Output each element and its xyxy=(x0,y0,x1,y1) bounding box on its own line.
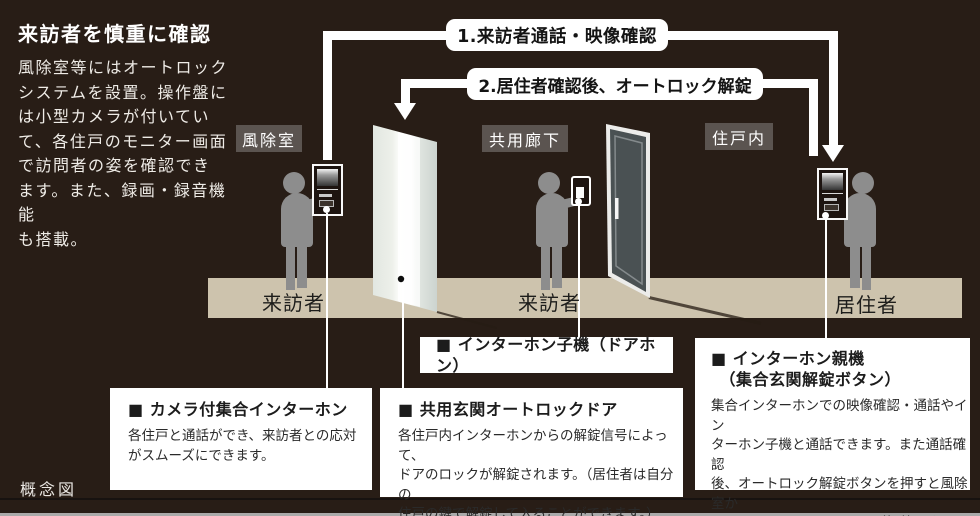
door-lock-dot xyxy=(397,275,405,283)
doorphone-dot xyxy=(575,198,582,205)
callout-autolock-door: ■ 共用玄関オートロックドア 各住戸内インターホンからの解錠信号によって、 ドア… xyxy=(380,388,683,516)
step1-line-right-horizontal xyxy=(667,31,838,40)
visitor-2-silhouette xyxy=(536,172,583,290)
step2-line-left-horizontal xyxy=(405,79,469,88)
head xyxy=(852,172,874,194)
callout-camera-intercom: ■ カメラ付集合インターホン 各住戸と通話ができ、来訪者との応対 がスムーズにで… xyxy=(110,388,372,490)
step2-down-arrow-icon xyxy=(394,103,416,120)
intercom-screen xyxy=(822,173,843,190)
connector-camera-intercom xyxy=(326,213,328,388)
step2-line-left-vertical xyxy=(401,79,410,104)
callout-description: 各住戸と通話ができ、来訪者との応対 がスムーズにできます。 xyxy=(128,428,357,464)
step1-line-right-vertical xyxy=(829,31,838,146)
bottom-divider xyxy=(0,498,980,500)
callout-title: ■ インターホン子機（ドアホン） xyxy=(436,335,656,375)
dwelling-unit-door xyxy=(606,124,650,298)
torso xyxy=(281,193,313,247)
callout-description: 各住戸内インターホンからの解錠信号によって、 ドアのロックが解錠されます。（居住… xyxy=(398,428,674,516)
intro-paragraph: 風除室等にはオートロック システムを設置。操作盤に は小型カメラが付いてい て、… xyxy=(18,58,229,249)
callout-doorphone: ■ インターホン子機（ドアホン） xyxy=(420,335,673,375)
visitor-1-silhouette xyxy=(281,172,328,290)
callout-parent-intercom: ■ インターホン親機 （集合玄関解錠ボタン） 集合インターホンでの映像確認・通話… xyxy=(695,338,970,516)
intercom-divider xyxy=(822,193,843,194)
connector-autolock-door xyxy=(402,283,404,388)
zone-label-dwelling-interior: 住戸内 xyxy=(705,123,773,150)
connector-doorphone xyxy=(578,204,580,337)
callout-title: ■ インターホン親機 （集合玄関解錠ボタン） xyxy=(711,349,902,389)
door-inner-trim xyxy=(614,135,643,286)
parent-intercom-dot xyxy=(822,212,829,219)
flow-step-1-banner: 1.来訪者通話・映像確認 xyxy=(446,19,668,51)
zone-label-windbreak-room: 風除室 xyxy=(236,125,302,152)
torso xyxy=(536,193,568,247)
step2-line-right-horizontal xyxy=(762,79,818,88)
step2-line-right-vertical xyxy=(809,79,818,156)
floor-band xyxy=(208,278,962,318)
intercom-speaker xyxy=(319,194,332,197)
callout-description: 集合インターホンでの映像確認・通話やイン ターホン子機と通話できます。また通話確… xyxy=(711,398,968,516)
doorphone-screen xyxy=(576,187,584,198)
page-bottom-edge xyxy=(0,513,980,516)
connector-parent-intercom xyxy=(825,218,827,338)
step1-down-arrow-icon xyxy=(822,145,844,162)
parent-intercom-device xyxy=(817,168,848,220)
step1-line-left-vertical xyxy=(323,31,332,160)
head xyxy=(538,172,560,194)
step1-line-left-horizontal xyxy=(323,31,449,40)
intercom-screen xyxy=(317,169,338,186)
actor-label-visitor-2: 来訪者 xyxy=(518,291,581,315)
leg xyxy=(850,246,860,288)
torso xyxy=(844,193,876,247)
glass-door-highlight xyxy=(398,132,420,307)
camera-intercom-dot xyxy=(323,206,330,213)
concept-figure-caption: 概念図 xyxy=(20,480,78,499)
callout-title: ■ カメラ付集合インターホン xyxy=(128,400,348,419)
leg xyxy=(552,246,562,288)
intercom-speaker xyxy=(824,198,837,201)
leg xyxy=(297,246,307,288)
door-panel xyxy=(610,129,646,292)
leg xyxy=(862,246,871,290)
leg xyxy=(541,246,550,290)
door-handle xyxy=(615,198,619,219)
flow-step-2-banner: 2.居住者確認後、オートロック解錠 xyxy=(467,68,763,100)
head xyxy=(283,172,305,194)
zone-label-shared-corridor: 共用廊下 xyxy=(482,125,568,152)
intercom-divider xyxy=(317,189,338,190)
glass-entrance-autolock-door xyxy=(373,125,437,312)
actor-label-resident: 居住者 xyxy=(835,293,898,317)
callout-title: ■ 共用玄関オートロックドア xyxy=(398,400,618,419)
intercom-keypad xyxy=(824,204,839,211)
page-title: 来訪者を慎重に確認 xyxy=(18,22,212,46)
leg xyxy=(286,246,295,290)
actor-label-visitor-1: 来訪者 xyxy=(262,291,325,315)
